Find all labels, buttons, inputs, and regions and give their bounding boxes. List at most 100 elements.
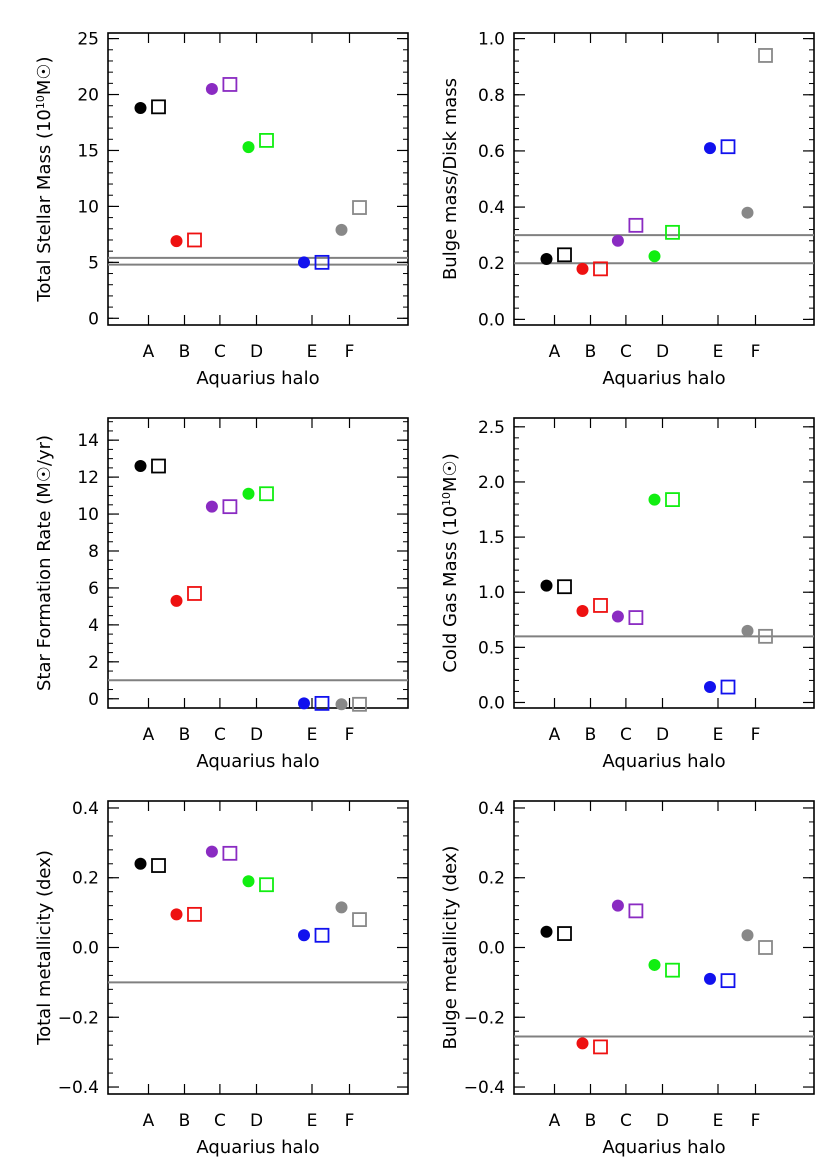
data-point-circle-E	[704, 972, 716, 985]
y-tick-label: 0.2	[478, 869, 505, 889]
x-tick-label: A	[549, 725, 561, 745]
data-point-circle-A	[134, 101, 147, 114]
y-tick-label: 0.6	[478, 142, 505, 162]
x-tick-label: D	[656, 1111, 669, 1131]
y-tick-label: 0.2	[72, 869, 99, 889]
x-tick-label: F	[751, 725, 761, 745]
x-tick-label: D	[250, 725, 263, 745]
y-tick-label: 1.0	[478, 30, 505, 50]
data-point-circle-D	[242, 487, 255, 500]
data-point-circle-B	[576, 1037, 589, 1050]
x-tick-label: E	[713, 342, 724, 362]
data-point-square-F	[758, 628, 773, 644]
x-tick-label: A	[143, 342, 155, 362]
data-point-circle-D	[242, 875, 255, 888]
data-point-circle-B	[170, 235, 183, 248]
data-point-square-F	[352, 696, 367, 712]
x-tick-label: B	[585, 342, 597, 362]
data-point-circle-D	[648, 958, 661, 971]
data-point-square-D	[259, 133, 274, 148]
data-point-square-B	[187, 586, 202, 601]
data-point-circle-C	[611, 234, 624, 247]
data-point-square-A	[557, 247, 572, 263]
y-tick-label: 1.0	[478, 583, 505, 603]
data-point-circle-D	[242, 141, 255, 154]
x-tick-label: D	[250, 342, 263, 362]
plot-frame	[107, 417, 409, 709]
data-point-square-B	[187, 232, 202, 248]
data-point-square-D	[259, 486, 274, 502]
data-point-circle-B	[576, 262, 589, 275]
data-point-circle-B	[576, 604, 589, 617]
x-tick-label: E	[307, 725, 318, 745]
data-point-circle-E	[298, 929, 310, 942]
plot-frame	[107, 32, 409, 326]
data-point-square-F	[758, 940, 773, 955]
data-point-square-F	[352, 912, 367, 927]
x-tick-label: B	[585, 1111, 597, 1131]
data-point-square-C	[222, 77, 238, 92]
data-point-circle-C	[205, 500, 218, 513]
y-tick-label: 0.0	[72, 939, 99, 959]
y-tick-label: 0	[88, 690, 99, 710]
data-point-circle-C	[611, 610, 624, 623]
data-point-circle-A	[134, 460, 147, 473]
data-point-square-F	[352, 200, 367, 215]
data-point-square-D	[665, 492, 680, 507]
data-point-square-E	[720, 973, 736, 989]
y-tick-label: 25	[77, 30, 99, 50]
x-tick-label: E	[307, 1111, 318, 1131]
data-point-square-D	[259, 877, 274, 893]
y-axis-title: Bulge mass/Disk mass	[440, 78, 461, 280]
y-tick-label: 0	[88, 309, 99, 329]
data-point-circle-B	[170, 594, 183, 607]
y-tick-label: 5	[88, 253, 99, 273]
x-tick-label: B	[179, 1111, 191, 1131]
data-point-square-E	[720, 139, 736, 155]
y-tick-label: 2	[88, 653, 99, 673]
data-point-square-D	[665, 962, 680, 978]
y-tick-label: 0.5	[478, 638, 505, 658]
data-point-square-C	[222, 499, 238, 515]
y-axis-title: Total metallicity (dex)	[34, 850, 55, 1046]
x-tick-label: F	[345, 1111, 355, 1131]
y-tick-label: −0.2	[58, 1008, 99, 1028]
x-tick-label: B	[585, 725, 597, 745]
y-axis-title: Bulge metallicity (dex)	[440, 846, 461, 1050]
data-point-square-A	[151, 858, 166, 873]
x-axis-title: Aquarius halo	[196, 368, 319, 389]
data-point-circle-A	[540, 253, 553, 266]
x-tick-label: E	[307, 342, 318, 362]
y-tick-label: 10	[77, 197, 99, 217]
data-point-circle-D	[648, 250, 661, 263]
x-axis-title: Aquarius halo	[602, 1137, 725, 1158]
data-point-square-E	[720, 679, 736, 695]
x-tick-label: A	[143, 725, 155, 745]
x-tick-label: C	[214, 1111, 226, 1131]
y-tick-label: 6	[88, 579, 99, 599]
y-tick-label: 0.2	[478, 254, 505, 274]
plot-frame	[513, 417, 815, 709]
y-tick-label: 0.4	[478, 198, 505, 218]
y-tick-label: 2.5	[478, 418, 505, 438]
x-tick-label: C	[214, 342, 226, 362]
data-point-square-E	[314, 695, 330, 711]
x-tick-label: E	[713, 725, 724, 745]
data-point-square-C	[222, 845, 238, 861]
plot-frame	[513, 32, 815, 326]
y-axis-title: Total Stellar Mass (1010M☉)	[34, 56, 56, 302]
y-tick-label: 8	[88, 542, 99, 562]
data-point-square-C	[628, 217, 644, 233]
data-point-circle-F	[741, 206, 754, 219]
y-tick-label: −0.2	[464, 1008, 505, 1028]
y-tick-label: 0.4	[72, 799, 99, 819]
data-point-square-E	[314, 927, 330, 943]
x-axis-title: Aquarius halo	[602, 368, 725, 389]
plot-frame	[107, 800, 409, 1095]
y-tick-label: 12	[77, 468, 99, 488]
x-tick-label: D	[250, 1111, 263, 1131]
y-tick-label: −0.4	[58, 1078, 99, 1098]
